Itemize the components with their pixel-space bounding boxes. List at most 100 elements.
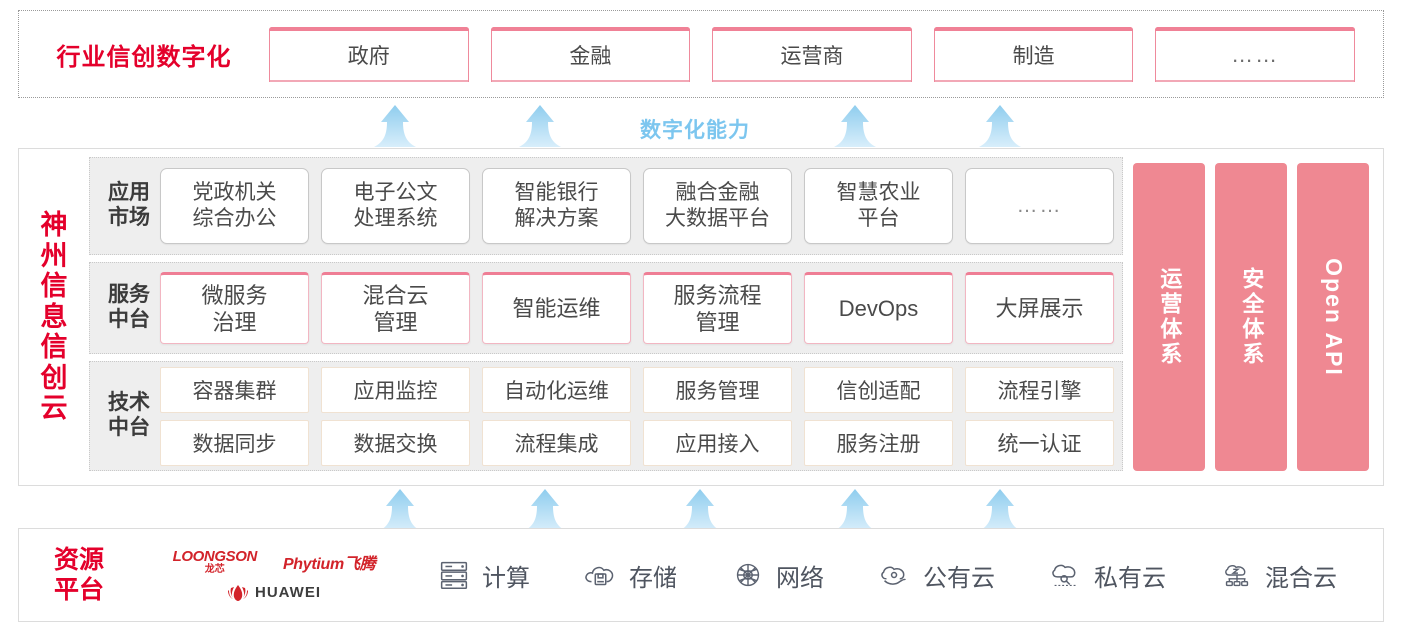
app-card-more[interactable]: …… [965, 168, 1114, 244]
pillar-security-system[interactable]: 安全体系 [1215, 163, 1287, 471]
industry-card-government[interactable]: 政府 [269, 26, 469, 82]
app-card-gov-office[interactable]: 党政机关综合办公 [160, 168, 309, 244]
resource-item-network[interactable]: 网络 [729, 556, 824, 594]
huawei-logo: HUAWEI [227, 584, 321, 602]
service-card-intelligent-ops[interactable]: 智能运维 [482, 272, 631, 344]
resource-item-label: 计算 [482, 564, 530, 592]
service-card-process-management[interactable]: 服务流程管理 [643, 272, 792, 344]
resource-item-compute[interactable]: 计算 [435, 556, 530, 594]
capability-arrow-strip: 数字化能力 [0, 104, 1402, 148]
service-card-dashboard[interactable]: 大屏展示 [965, 272, 1114, 344]
up-arrow-icon [374, 105, 416, 147]
tech-card-app-access[interactable]: 应用接入 [643, 419, 792, 466]
cloud-title-char: 信 [40, 271, 68, 302]
capability-label: 数字化能力 [640, 119, 750, 142]
app-card-smart-agriculture[interactable]: 智慧农业平台 [804, 168, 953, 244]
tech-card-app-monitoring[interactable]: 应用监控 [321, 366, 470, 413]
industry-card-manufacturing[interactable]: 制造 [933, 26, 1134, 82]
app-card-finance-bigdata[interactable]: 融合金融大数据平台 [643, 168, 792, 244]
cloud-platform-title: 神 州 信 息 信 创 云 [19, 149, 89, 485]
up-arrow-icon [679, 489, 721, 531]
tech-card-unified-auth[interactable]: 统一认证 [965, 419, 1114, 466]
huawei-flower-icon [228, 584, 248, 601]
tech-card-xinchuang-adaptation[interactable]: 信创适配 [804, 366, 953, 413]
industry-card-label: 运营商 [780, 44, 844, 68]
cloud-title-char: 云 [40, 393, 68, 424]
app-card-edoc-system[interactable]: 电子公文处理系统 [321, 168, 470, 244]
resource-item-label: 网络 [776, 564, 824, 592]
pillar-operations-system[interactable]: 运营体系 [1133, 163, 1205, 471]
cloud-title-char: 息 [40, 301, 68, 332]
private-cloud-icon [1052, 564, 1076, 587]
vendor-logo-row-2: HUAWEI [227, 584, 321, 602]
technical-card-grid: 容器集群 应用监控 自动化运维 服务管理 信创适配 流程引擎 数据同步 数据交换… [160, 366, 1114, 466]
cloud-title-char: 神 [40, 210, 68, 241]
cloud-title-char: 信 [40, 332, 68, 363]
resource-item-private-cloud[interactable]: 私有云 [1047, 556, 1166, 594]
public-cloud-icon [881, 566, 906, 585]
up-arrow-icon [519, 105, 561, 147]
loongson-logo: LOONGSON 龙芯 [172, 547, 258, 575]
layer-technical-platform: 技术 中台 容器集群 应用监控 自动化运维 服务管理 信创适配 流程引擎 数据同… [89, 361, 1123, 471]
resource-platform-panel: 资源 平台 LOONGSON 龙芯 Phytium飞腾 HUAWEI [18, 528, 1384, 622]
resource-item-label: 私有云 [1094, 564, 1166, 592]
tech-card-service-registry[interactable]: 服务注册 [804, 419, 953, 466]
tech-card-process-integration[interactable]: 流程集成 [482, 419, 631, 466]
up-arrow-icon [979, 489, 1021, 531]
industry-card-label: …… [1231, 41, 1280, 67]
cloud-storage-icon [585, 566, 614, 586]
cloud-platform-body: 应用 市场 党政机关综合办公 电子公文处理系统 智能银行解决方案 融合金融大数据… [89, 149, 1383, 485]
up-arrow-icon [979, 105, 1021, 147]
vendor-logo-row-1: LOONGSON 龙芯 Phytium飞腾 [173, 549, 376, 575]
pillar-label: 安全体系 [1239, 267, 1265, 367]
tech-card-data-exchange[interactable]: 数据交换 [321, 419, 470, 466]
service-card-microservice-governance[interactable]: 微服务治理 [160, 272, 309, 344]
resource-arrow-strip [0, 488, 1402, 532]
tech-card-data-sync[interactable]: 数据同步 [160, 419, 309, 466]
pillar-open-api[interactable]: Open API [1297, 163, 1369, 471]
up-arrow-icon [834, 489, 876, 531]
resource-platform-title: 资源 平台 [53, 546, 104, 604]
layer-service-platform: 服务 中台 微服务治理 混合云管理 智能运维 服务流程管理 [89, 262, 1123, 354]
vendor-logo-group: LOONGSON 龙芯 Phytium飞腾 HUAWEI [139, 549, 409, 602]
tech-card-automated-ops[interactable]: 自动化运维 [482, 366, 631, 413]
up-arrow-icon [834, 105, 876, 147]
tech-card-container-cluster[interactable]: 容器集群 [160, 366, 309, 413]
hybrid-cloud-icon [1225, 565, 1249, 587]
network-icon [736, 563, 760, 587]
pillar-list: 运营体系 安全体系 Open API [1133, 157, 1373, 477]
resource-item-hybrid-cloud[interactable]: 混合云 [1218, 556, 1337, 594]
layer-label-application-market: 应用 市场 [108, 181, 150, 229]
tech-card-service-management[interactable]: 服务管理 [643, 366, 792, 413]
industry-card-label: 制造 [1012, 44, 1055, 68]
up-arrow-icon [379, 489, 421, 531]
layer-stack: 应用 市场 党政机关综合办公 电子公文处理系统 智能银行解决方案 融合金融大数据… [89, 157, 1123, 477]
technical-card-row-2: 数据同步 数据交换 流程集成 应用接入 服务注册 统一认证 [160, 419, 1114, 466]
industry-card-telecom[interactable]: 运营商 [712, 26, 912, 82]
app-card-smart-bank[interactable]: 智能银行解决方案 [482, 168, 631, 244]
industry-card-more[interactable]: …… [1155, 26, 1355, 82]
resource-item-public-cloud[interactable]: 公有云 [876, 556, 995, 594]
server-icon [440, 561, 468, 590]
layer-application-market: 应用 市场 党政机关综合办公 电子公文处理系统 智能银行解决方案 融合金融大数据… [89, 157, 1123, 255]
cloud-platform-panel: 神 州 信 息 信 创 云 应用 市场 党政机关综合办公 电子公文处理系统 [18, 148, 1384, 486]
service-card-devops[interactable]: DevOps [804, 272, 953, 344]
service-card-list: 微服务治理 混合云管理 智能运维 服务流程管理 DevOps [160, 272, 1114, 344]
resource-item-storage[interactable]: 存储 [582, 556, 677, 594]
phytium-logo: Phytium飞腾 [282, 555, 376, 573]
pillar-label: 运营体系 [1157, 267, 1183, 367]
layer-label-technical-platform: 技术 中台 [108, 391, 150, 439]
industry-card-label: 金融 [569, 44, 612, 68]
industry-card-finance[interactable]: 金融 [490, 26, 691, 82]
tech-card-process-engine[interactable]: 流程引擎 [965, 366, 1114, 413]
up-arrow-icon [524, 489, 566, 531]
service-card-hybrid-cloud-management[interactable]: 混合云管理 [321, 272, 470, 344]
resource-item-label: 公有云 [923, 564, 995, 592]
resource-item-label: 混合云 [1265, 564, 1337, 592]
industry-band-title: 行业信创数字化 [56, 43, 232, 71]
industry-card-list: 政府 金融 运营商 制造 …… [269, 26, 1383, 82]
resource-item-list: 计算 存储 网络 [409, 556, 1383, 594]
technical-card-row-1: 容器集群 应用监控 自动化运维 服务管理 信创适配 流程引擎 [160, 366, 1114, 413]
layer-label-service-platform: 服务 中台 [108, 283, 150, 331]
cloud-title-char: 创 [40, 362, 68, 393]
